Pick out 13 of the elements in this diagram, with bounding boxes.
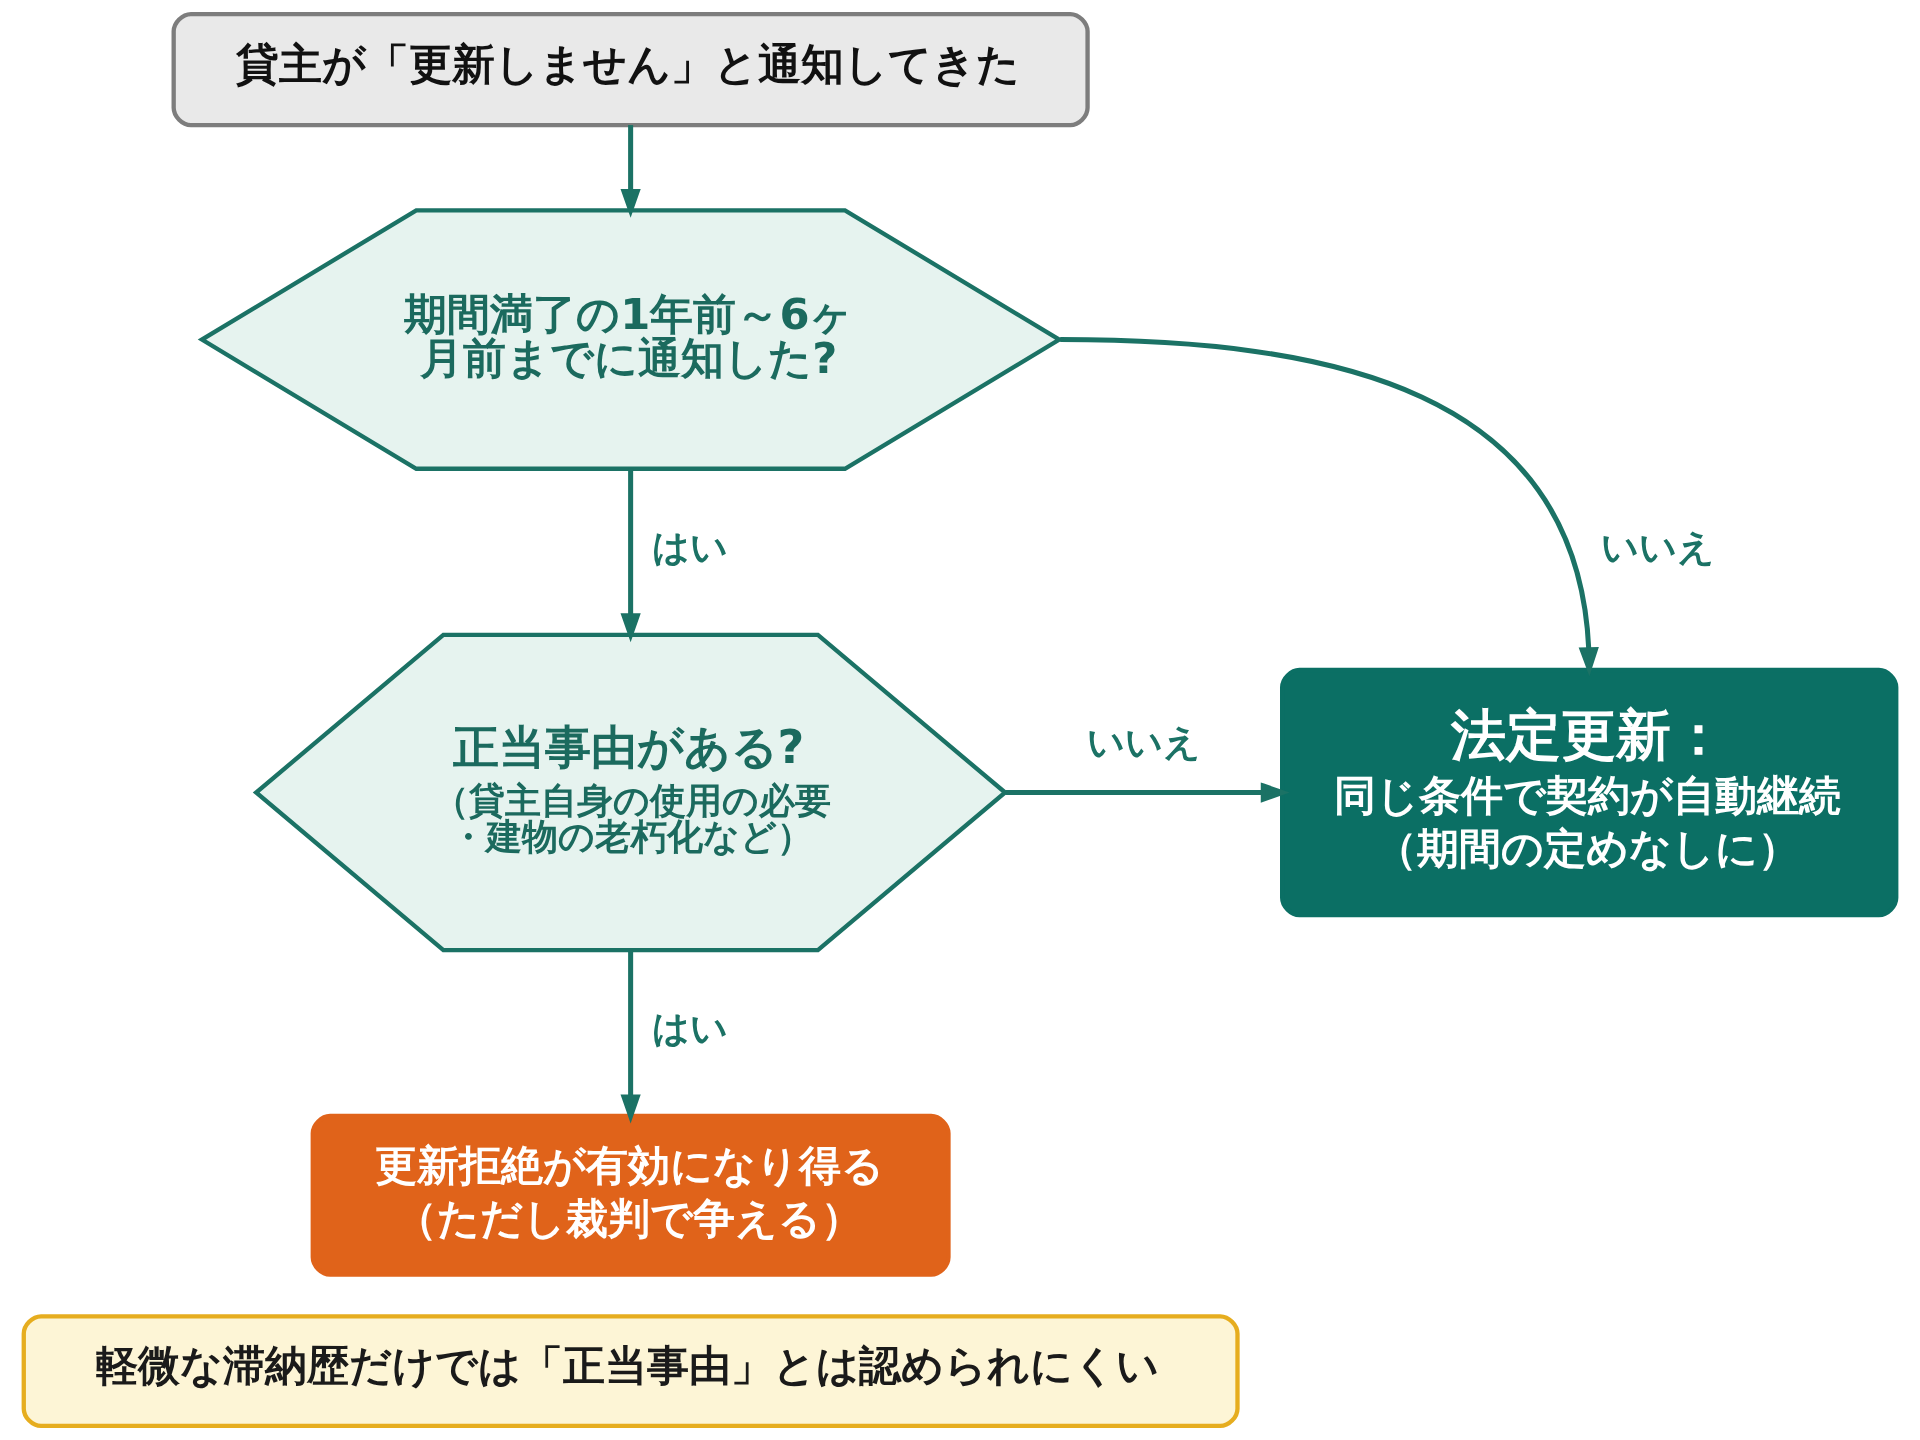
arrow	[620, 125, 641, 218]
node-box: 法定更新： 同じ条件で契約が自動継続 （期間の定めなしに）	[1280, 667, 1899, 918]
arrow	[1005, 782, 1290, 803]
node-box: 軽微な滞納歴だけでは「正当事由」とは認められにくい	[21, 1314, 1240, 1429]
edge-label: いいえ	[1087, 720, 1202, 765]
edge-label: はい	[651, 525, 728, 570]
node-box: 貸主が「更新しません」と通知してきた	[171, 11, 1090, 128]
node-box: 更新拒絶が有効になり得る （ただし裁判で争える）	[310, 1113, 951, 1277]
edge-label: はい	[651, 1006, 728, 1051]
arrow	[1060, 337, 1599, 677]
edge-label: いいえ	[1601, 525, 1716, 570]
arrow	[620, 468, 641, 643]
arrow	[620, 950, 641, 1124]
